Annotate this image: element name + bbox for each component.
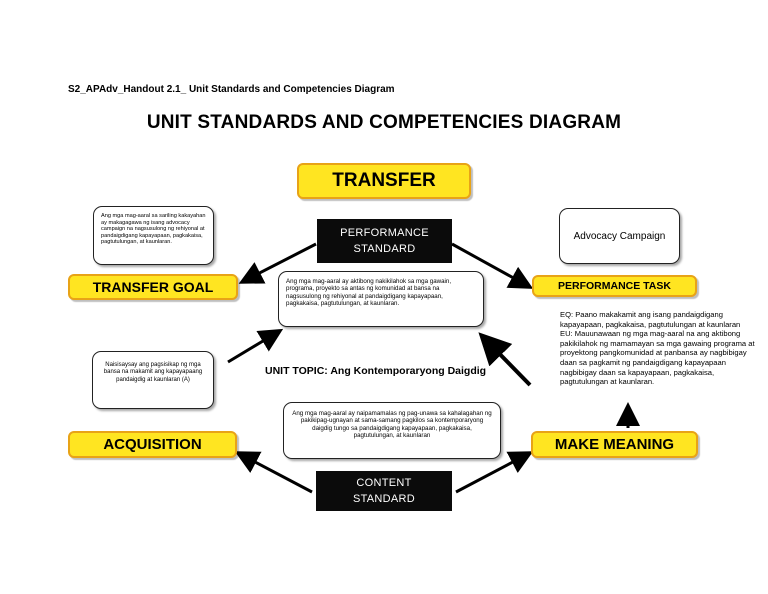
arrow-to-performance-task	[451, 242, 534, 289]
acquisition-box: ACQUISITION	[68, 431, 237, 458]
performance-standard-header: PERFORMANCE STANDARD	[317, 219, 452, 263]
eu-text: EU: Mauunawaan ng mga mag-aaral na ang a…	[560, 329, 755, 387]
transfer-goal-text: Ang mga mag-aaral sa sariling kakayahan …	[93, 206, 214, 265]
content-standard-text: Ang mga mag-aaral ay naipamamalas ng pag…	[283, 402, 501, 459]
performance-task-box: PERFORMANCE TASK	[532, 275, 697, 297]
arrow-to-make-meaning	[455, 451, 534, 494]
essential-question-understanding: EQ: Paano makakamit ang isang pandaigdig…	[560, 310, 760, 387]
arrow-acquisition-up	[227, 328, 284, 364]
performance-standard-text: Ang mga mag-aaral ay aktibong nakikilaho…	[278, 271, 484, 327]
arrow-make-meaning-up	[478, 332, 532, 387]
performance-task-text: Advocacy Campaign	[559, 208, 680, 264]
make-meaning-box: MAKE MEANING	[531, 431, 698, 458]
arrow-to-acquisition	[234, 451, 313, 494]
acquisition-text: Naisisaysay ang pagsisikap ng mga bansa …	[92, 351, 214, 409]
eq-text: EQ: Paano makakamit ang isang pandaigdig…	[560, 310, 741, 329]
transfer-box: TRANSFER	[297, 163, 471, 199]
content-standard-header: CONTENT STANDARD	[316, 471, 452, 511]
transfer-goal-box: TRANSFER GOAL	[68, 274, 238, 300]
document-header: S2_APAdv_Handout 2.1_ Unit Standards and…	[68, 84, 395, 95]
arrow-to-transfer-goal	[238, 242, 317, 284]
diagram-title: UNIT STANDARDS AND COMPETENCIES DIAGRAM	[146, 112, 622, 133]
unit-topic: UNIT TOPIC: Ang Kontemporaryong Daigdig	[265, 365, 487, 377]
